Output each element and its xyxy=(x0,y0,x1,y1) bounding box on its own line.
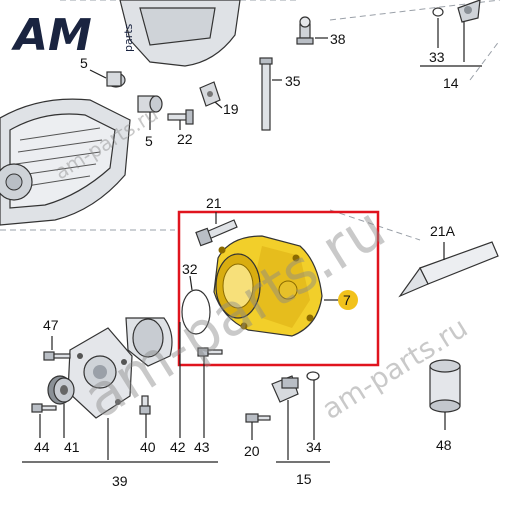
callout-21a: 21A xyxy=(430,223,456,239)
callout-43: 43 xyxy=(194,439,210,455)
callout-47: 47 xyxy=(43,317,59,333)
callout-44: 44 xyxy=(34,439,50,455)
engine-outline-dashed xyxy=(0,0,501,241)
part-41-gear xyxy=(47,375,75,405)
part-5-bushing-lower xyxy=(137,95,163,113)
part-33-ring xyxy=(432,7,444,17)
part-15-sensor xyxy=(271,375,299,403)
part-44-bolt xyxy=(31,403,57,413)
am-parts-logo: AM parts xyxy=(11,10,135,61)
part-35-stud xyxy=(259,57,273,131)
callout-5-upper: 5 xyxy=(80,55,88,71)
part-39-cover-flange xyxy=(67,327,133,419)
callout-34: 34 xyxy=(306,439,322,455)
part-38-bleed-screw xyxy=(296,16,314,45)
callout-35: 35 xyxy=(285,73,301,89)
part-22-bolt xyxy=(167,109,194,125)
part-19-bracket xyxy=(199,81,221,107)
engine-block xyxy=(0,98,131,226)
callout-21: 21 xyxy=(206,195,222,211)
logo-sub-text: parts xyxy=(122,23,135,52)
part-48-oil-filter xyxy=(429,359,461,413)
highlight-box xyxy=(177,210,380,367)
part-40-bolt xyxy=(139,395,151,415)
callout-48: 48 xyxy=(436,437,452,453)
callout-42: 42 xyxy=(170,439,186,455)
callout-38: 38 xyxy=(330,31,346,47)
part-21-bolt xyxy=(195,219,238,247)
callout-41: 41 xyxy=(64,439,80,455)
callout-20: 20 xyxy=(244,443,260,459)
callout-7: 7 xyxy=(343,292,351,308)
callout-39: 39 xyxy=(112,473,128,489)
callout-14: 14 xyxy=(443,75,459,91)
part-32-o-ring xyxy=(181,289,211,335)
callout-5-lower: 5 xyxy=(145,133,153,149)
part-34-o-ring xyxy=(306,371,320,381)
callout-22: 22 xyxy=(177,131,193,147)
part-20-bolt xyxy=(245,413,271,423)
part-7-housing xyxy=(213,235,323,337)
callout-15: 15 xyxy=(296,471,312,487)
part-47-bolt xyxy=(43,351,71,361)
logo-main-text: AM xyxy=(11,10,92,61)
callout-33: 33 xyxy=(429,49,445,65)
part-43-bolt xyxy=(197,347,223,357)
callout-7-badge xyxy=(338,290,358,310)
callout-40: 40 xyxy=(140,439,156,455)
callout-19: 19 xyxy=(223,101,239,117)
part-39-pump-cover xyxy=(125,317,173,367)
part-14-sensor xyxy=(457,0,481,23)
part-21a-sealant-tube xyxy=(398,241,499,298)
callout-32: 32 xyxy=(182,261,198,277)
part-5-bushing-upper xyxy=(106,71,126,88)
